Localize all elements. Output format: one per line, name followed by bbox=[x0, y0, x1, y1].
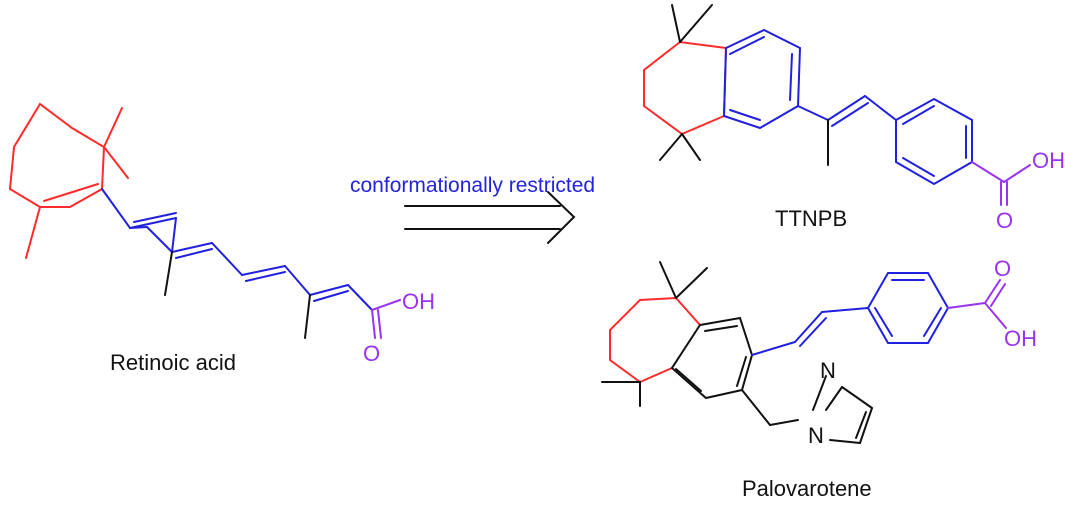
retinoic-acid-structure bbox=[8, 102, 401, 339]
retinoic-acid-oh-label: OH bbox=[402, 289, 435, 314]
retinoic-acid-o-label: O bbox=[363, 341, 380, 366]
palovarotene-carboxyl bbox=[947, 279, 1007, 329]
palovarotene-structure bbox=[601, 261, 1007, 444]
palovarotene-aromatic-ring bbox=[670, 316, 754, 400]
ttnpb-oh-label: OH bbox=[1032, 148, 1065, 173]
ttnpb-structure bbox=[643, 4, 1031, 206]
ttnpb-carboxyl bbox=[971, 161, 1031, 206]
palovarotene-pyrazolylmethyl bbox=[741, 375, 873, 444]
retinoic-acid-methyls bbox=[164, 251, 311, 339]
retinoic-acid-name: Retinoic acid bbox=[110, 350, 236, 375]
arrow-label: conformationally restricted bbox=[350, 174, 595, 197]
retinoic-acid-carboxyl bbox=[371, 299, 401, 339]
palovarotene-methyls bbox=[601, 261, 708, 407]
palovarotene-oh-label: OH bbox=[1004, 326, 1037, 351]
ttnpb-aromatic-ring bbox=[722, 28, 897, 130]
ttnpb-benzoic-ring bbox=[895, 97, 973, 186]
ttnpb-name: TTNPB bbox=[775, 206, 847, 231]
ttnpb-aliphatic-ring bbox=[643, 40, 727, 136]
ttnpb-o-label: O bbox=[996, 208, 1013, 233]
palovarotene-aliphatic-ring bbox=[609, 296, 701, 383]
double-arrow bbox=[404, 191, 576, 244]
palovarotene-n2-label: N bbox=[820, 358, 836, 383]
palovarotene-vinyl-linker bbox=[751, 307, 869, 356]
retinoic-acid-ring bbox=[8, 102, 129, 259]
palovarotene-n1-label: N bbox=[808, 423, 824, 448]
ttnpb-methyls bbox=[659, 4, 829, 166]
palovarotene-name: Palovarotene bbox=[742, 476, 872, 501]
palovarotene-o-label: O bbox=[994, 256, 1011, 281]
retinoic-acid-polyene-chain bbox=[101, 188, 373, 311]
palovarotene-benzoic-ring bbox=[866, 272, 950, 344]
